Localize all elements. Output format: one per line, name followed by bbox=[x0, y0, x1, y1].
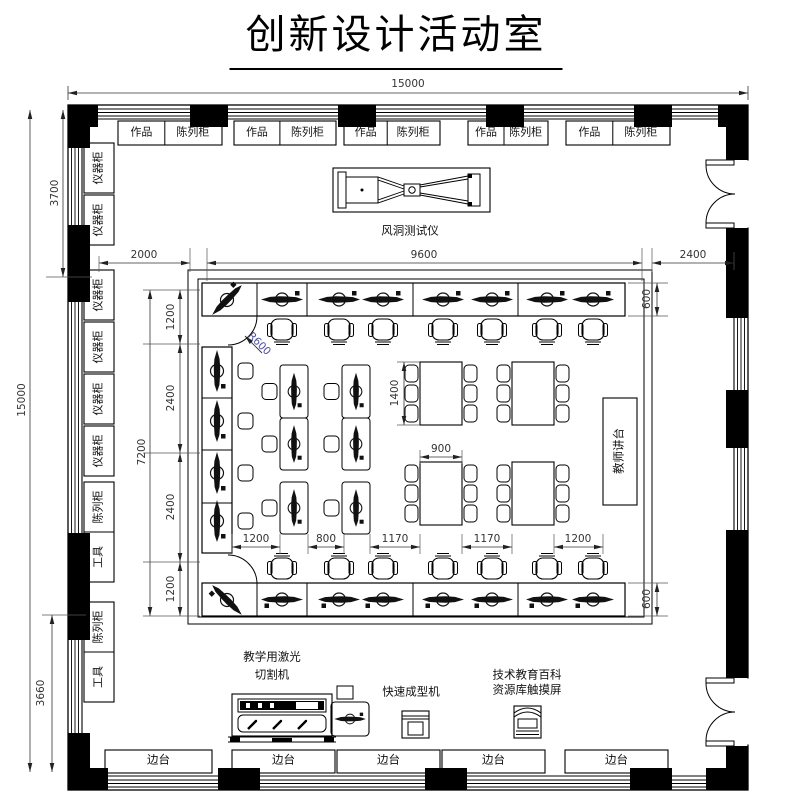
instrument-cabinet-label-5: 仪器柜 bbox=[92, 434, 105, 468]
dim-seg-1200-bottom: 1200 bbox=[164, 575, 177, 603]
label-teacher-podium: 教师讲台 bbox=[613, 428, 626, 474]
dim-2400: 2400 bbox=[679, 248, 707, 261]
machine-icon bbox=[422, 592, 464, 608]
dim-left-3660: 3660 bbox=[34, 679, 47, 707]
chair-icon bbox=[428, 318, 458, 345]
chair-icon bbox=[267, 318, 297, 345]
machine-icon bbox=[422, 291, 464, 307]
cabinet-label-works-1: 作品 bbox=[245, 126, 268, 139]
machine-icon bbox=[334, 712, 366, 725]
side-bench-label-2: 边台 bbox=[377, 754, 400, 767]
chair-icon bbox=[532, 318, 562, 345]
label-laser-cutter-line2: 切割机 bbox=[254, 669, 290, 682]
machine-icon bbox=[572, 291, 614, 307]
machine-icon bbox=[261, 291, 303, 307]
instrument-cabinet-label-4: 仪器柜 bbox=[92, 382, 105, 416]
machine-icon bbox=[526, 291, 568, 307]
machine-icon bbox=[209, 350, 226, 392]
side-bench-label-0: 边台 bbox=[147, 754, 170, 767]
side-bench-label-4: 边台 bbox=[605, 754, 628, 767]
cabinet-label-display-3: 陈列柜 bbox=[509, 126, 543, 139]
cabinet-label-display-1: 陈列柜 bbox=[290, 126, 324, 139]
dim-seg-1200-top: 1200 bbox=[164, 303, 177, 331]
chair-icon bbox=[267, 553, 297, 580]
cabinet-label-works-3: 作品 bbox=[475, 126, 497, 139]
machine-icon bbox=[349, 489, 364, 527]
cabinet-label-works-4: 作品 bbox=[578, 126, 601, 139]
dim-9600: 9600 bbox=[410, 248, 438, 261]
chair-icon bbox=[578, 318, 608, 345]
cabinet-label-works-0: 作品 bbox=[130, 126, 153, 139]
chair-icon bbox=[368, 553, 398, 580]
cabinet-label-display-2: 陈列柜 bbox=[396, 126, 430, 139]
machine-icon bbox=[208, 585, 242, 615]
machine-icon bbox=[209, 500, 226, 542]
tool-cabinet-upper-label-0: 陈列柜 bbox=[92, 490, 105, 524]
chair-icon bbox=[532, 553, 562, 580]
machine-icon bbox=[318, 592, 360, 608]
dim-gap-1200-left: 1200 bbox=[242, 532, 270, 545]
dim-7200: 7200 bbox=[135, 438, 148, 466]
dim-seg-2400-bottom: 2400 bbox=[164, 493, 177, 521]
dim-2000: 2000 bbox=[130, 248, 158, 261]
machine-icon bbox=[349, 425, 364, 463]
machine-icon bbox=[209, 400, 226, 442]
machine-icon bbox=[318, 291, 360, 307]
machine-icon bbox=[287, 372, 302, 411]
chair-icon bbox=[324, 553, 354, 580]
instrument-cabinet-label-1: 仪器柜 bbox=[92, 203, 105, 237]
dim-gap-1170-right: 1170 bbox=[473, 532, 501, 545]
side-bench-label-3: 边台 bbox=[482, 754, 505, 767]
chair-icon bbox=[368, 318, 398, 345]
label-rapid-prototyper: 快速成型机 bbox=[382, 686, 440, 699]
page-title: 创新设计活动室 bbox=[229, 2, 563, 70]
dim-600-top: 600 bbox=[640, 288, 653, 310]
instrument-cabinet-label-3: 仪器柜 bbox=[92, 330, 105, 364]
tool-cabinet-lower-label-1: 工具 bbox=[92, 666, 105, 688]
machine-icon bbox=[209, 452, 226, 494]
side-bench-label-1: 边台 bbox=[272, 754, 295, 767]
label-touchscreen-line1: 技术教育百科 bbox=[492, 669, 562, 682]
machine-icon bbox=[287, 489, 302, 527]
chair-icon bbox=[428, 553, 458, 580]
machine-icon bbox=[362, 291, 404, 307]
machine-icon bbox=[526, 592, 568, 608]
dim-600-bottom: 600 bbox=[640, 588, 653, 610]
dim-seg-2400-top: 2400 bbox=[164, 384, 177, 412]
label-touchscreen-line2: 资源库触摸屏 bbox=[492, 684, 562, 697]
dim-left-15000: 15000 bbox=[15, 383, 28, 417]
dim-left-3700: 3700 bbox=[48, 179, 61, 207]
label-wind-tunnel: 风洞测试仪 bbox=[381, 225, 439, 238]
dim-gap-1170-left: 1170 bbox=[381, 532, 409, 545]
tool-cabinet-lower-label-0: 工具 bbox=[92, 546, 105, 568]
machine-icon bbox=[572, 592, 614, 608]
chair-icon bbox=[324, 318, 354, 345]
machine-icon bbox=[471, 291, 513, 307]
tool-cabinet-upper-label-1: 陈列柜 bbox=[92, 610, 105, 644]
chair-icon bbox=[477, 553, 507, 580]
dim-900: 900 bbox=[430, 442, 452, 455]
label-laser-cutter-line1: 教学用激光 bbox=[243, 651, 301, 664]
machine-icon bbox=[261, 592, 303, 608]
cabinet-label-works-2: 作品 bbox=[354, 126, 377, 139]
instrument-cabinet-label-2: 仪器柜 bbox=[92, 278, 105, 312]
dim-gap-800: 800 bbox=[315, 532, 337, 545]
dim-top-15000: 15000 bbox=[391, 77, 425, 90]
dim-gap-1200-right: 1200 bbox=[564, 532, 592, 545]
dim-1400: 1400 bbox=[388, 379, 401, 407]
cabinet-label-display-4: 陈列柜 bbox=[624, 126, 658, 139]
machine-icon bbox=[349, 372, 364, 411]
machine-icon bbox=[212, 281, 242, 315]
chair-icon bbox=[578, 553, 608, 580]
chair-icon bbox=[477, 318, 507, 345]
instrument-cabinet-label-0: 仪器柜 bbox=[92, 151, 105, 185]
machine-icon bbox=[287, 425, 302, 463]
machine-icon bbox=[362, 592, 404, 608]
machine-icon bbox=[471, 592, 513, 608]
cabinet-label-display-0: 陈列柜 bbox=[176, 126, 210, 139]
